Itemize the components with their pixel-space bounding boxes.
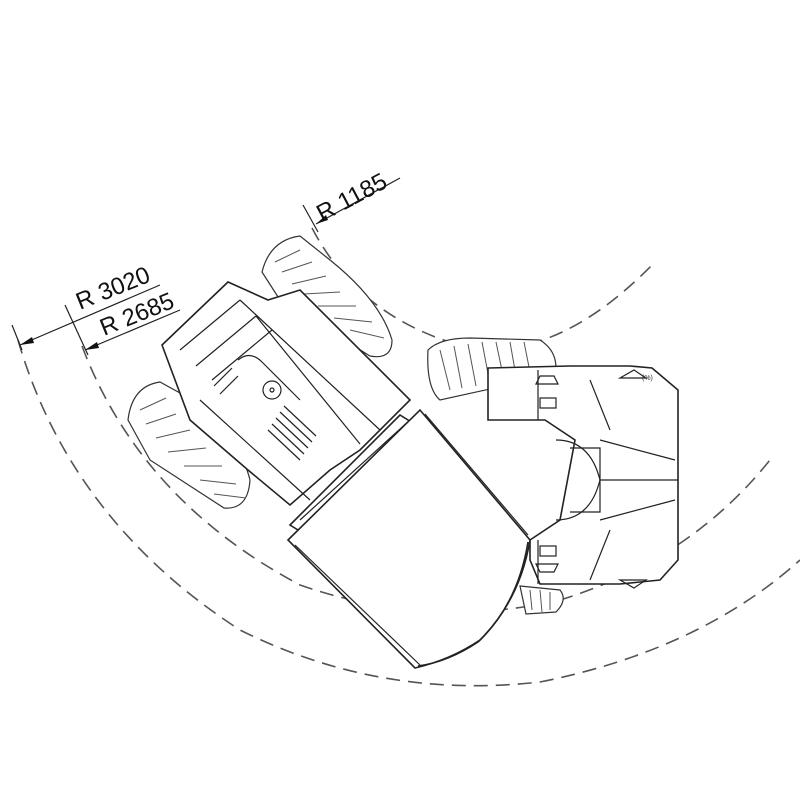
front-frame: (%) [427,337,679,615]
front-chassis [487,365,679,585]
rear-frame [127,235,412,509]
bucket [286,408,531,669]
rear-left-tire [261,235,393,358]
label-r1185: R 1185 [312,168,391,227]
rear-chassis [161,281,412,507]
decal-mark: (%) [642,375,653,382]
front-lower-tire [519,585,564,615]
dimension-r1185: R 1185 [302,168,401,233]
outer-radius-arc [17,339,800,687]
